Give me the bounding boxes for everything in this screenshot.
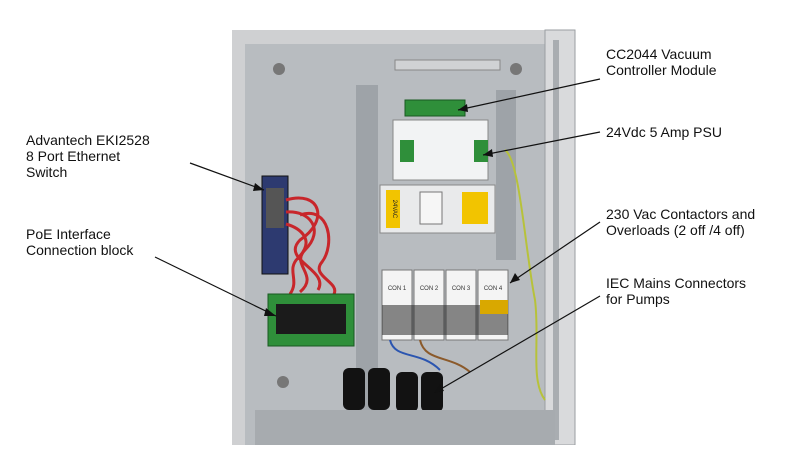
leader-line-iec: [433, 295, 601, 394]
cable-trunking: [356, 85, 378, 415]
label-line: Advantech EKI2528: [26, 132, 150, 148]
label-line: Connection block: [26, 242, 134, 258]
contactor-row: [381, 269, 509, 341]
contactor-label: CON 1: [388, 286, 407, 292]
leader-lines: [154, 78, 601, 394]
label-line: Switch: [26, 164, 68, 180]
enclosure-door: [544, 29, 576, 446]
leader-line-controller: [457, 78, 601, 111]
label-line: CC2044 Vacuum: [606, 46, 712, 62]
label-poe-block: PoE Interface Connection block: [26, 226, 133, 258]
mains-wiring: [389, 339, 441, 371]
label-line: Controller Module: [606, 62, 717, 78]
din-rail: [394, 59, 501, 71]
label-iec-connectors: IEC Mains Connectors for Pumps: [606, 275, 746, 307]
controller-module: [404, 99, 466, 117]
label-line: 8 Port Ethernet: [26, 148, 121, 164]
contactor-label: CON 3: [452, 286, 471, 292]
iec-connector: [368, 368, 390, 410]
iec-connector: [396, 372, 418, 412]
iec-connector: [343, 368, 365, 410]
arrow-head: [483, 149, 493, 157]
label-line: 230 Vac Contactors and: [606, 206, 756, 222]
arrow-head: [264, 308, 276, 316]
contactor-label: CON 4: [484, 286, 503, 292]
arrow-head: [510, 273, 520, 283]
label-line: PoE Interface: [26, 226, 111, 242]
gland-plate: [255, 410, 555, 445]
leader-line-contactors: [509, 221, 601, 284]
arrow-head: [458, 104, 468, 112]
psu-label: 24VAC: [391, 200, 397, 219]
mounting-screw: [510, 63, 522, 75]
arrow-head: [434, 384, 444, 393]
leader-line-psu: [482, 131, 601, 156]
iec-connector: [421, 372, 443, 412]
label-ethernet-switch: Advantech EKI2528 8 Port Ethernet Switch: [26, 132, 150, 180]
label-psu: 24Vdc 5 Amp PSU: [606, 124, 722, 140]
label-line: 24Vdc 5 Amp PSU: [606, 124, 722, 140]
mounting-screw: [273, 63, 285, 75]
leader-line-poe: [154, 256, 277, 317]
arrow-head: [253, 183, 264, 191]
label-contactors: 230 Vac Contactors and Overloads (2 off …: [606, 206, 755, 238]
mounting-screw: [277, 376, 289, 388]
contactor-label: CON 2: [420, 286, 439, 292]
label-line: for Pumps: [606, 291, 670, 307]
circuit-breaker: [419, 191, 443, 225]
label-controller: CC2044 Vacuum Controller Module: [606, 46, 717, 78]
ethernet-cable: [285, 196, 322, 291]
label-line: IEC Mains Connectors: [606, 275, 747, 291]
leader-line-switch: [189, 162, 265, 191]
label-line: Overloads (2 off /4 off): [606, 222, 745, 238]
